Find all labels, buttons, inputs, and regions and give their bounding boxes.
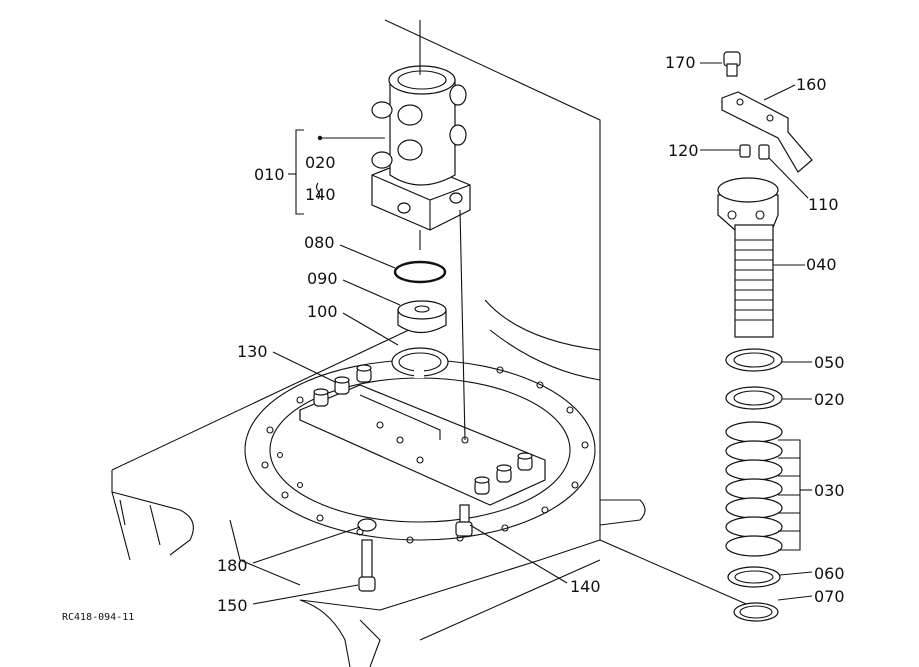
- label-150: 150: [217, 596, 248, 615]
- swivel-joint-body: [371, 65, 471, 231]
- drawing-code: RC418-094-11: [62, 612, 134, 623]
- label-120: 120: [668, 141, 699, 160]
- leader-dot: [317, 135, 323, 141]
- bracket-160: [721, 91, 813, 173]
- label-020-left: 020: [305, 153, 336, 172]
- label-100: 100: [307, 302, 338, 321]
- mounting-plate: [299, 384, 546, 506]
- label-140-group: 140: [305, 185, 336, 204]
- label-050: 050: [814, 353, 845, 372]
- bolt-150: [358, 539, 376, 592]
- bolt-140: [455, 504, 473, 537]
- label-030: 030: [814, 481, 845, 500]
- label-140: 140: [570, 577, 601, 596]
- o-ring-080: [393, 260, 447, 284]
- label-010: 010: [254, 165, 285, 184]
- part-labels: 170 160 120 110 040 050 020 030 060 070 …: [62, 53, 845, 623]
- label-180: 180: [217, 556, 248, 575]
- label-070: 070: [814, 587, 845, 606]
- snap-ring-070: [733, 602, 779, 622]
- rotor-040: [717, 177, 779, 338]
- group-bracket-010: [288, 129, 321, 215]
- leader-lines: [252, 62, 813, 605]
- plate-axis-line: [459, 209, 466, 441]
- plate-bolt-heads: [313, 364, 533, 495]
- collar-090: [397, 300, 447, 334]
- seal-050: [725, 348, 783, 372]
- label-110: 110: [808, 195, 839, 214]
- label-040: 040: [806, 255, 837, 274]
- snap-ring-100: [391, 347, 449, 378]
- label-060: 060: [814, 564, 845, 583]
- label-020-right: 020: [814, 390, 845, 409]
- washer-180: [357, 518, 377, 532]
- label-170: 170: [665, 53, 696, 72]
- seal-stack-030: [725, 421, 801, 557]
- plug-120-110: [739, 144, 770, 160]
- ring-060: [727, 566, 781, 588]
- seal-020: [725, 386, 783, 410]
- bolt-170: [723, 51, 741, 77]
- label-090: 090: [307, 269, 338, 288]
- frame-base-plate: [111, 19, 761, 667]
- label-130: 130: [237, 342, 268, 361]
- label-080: 080: [304, 233, 335, 252]
- label-160: 160: [796, 75, 827, 94]
